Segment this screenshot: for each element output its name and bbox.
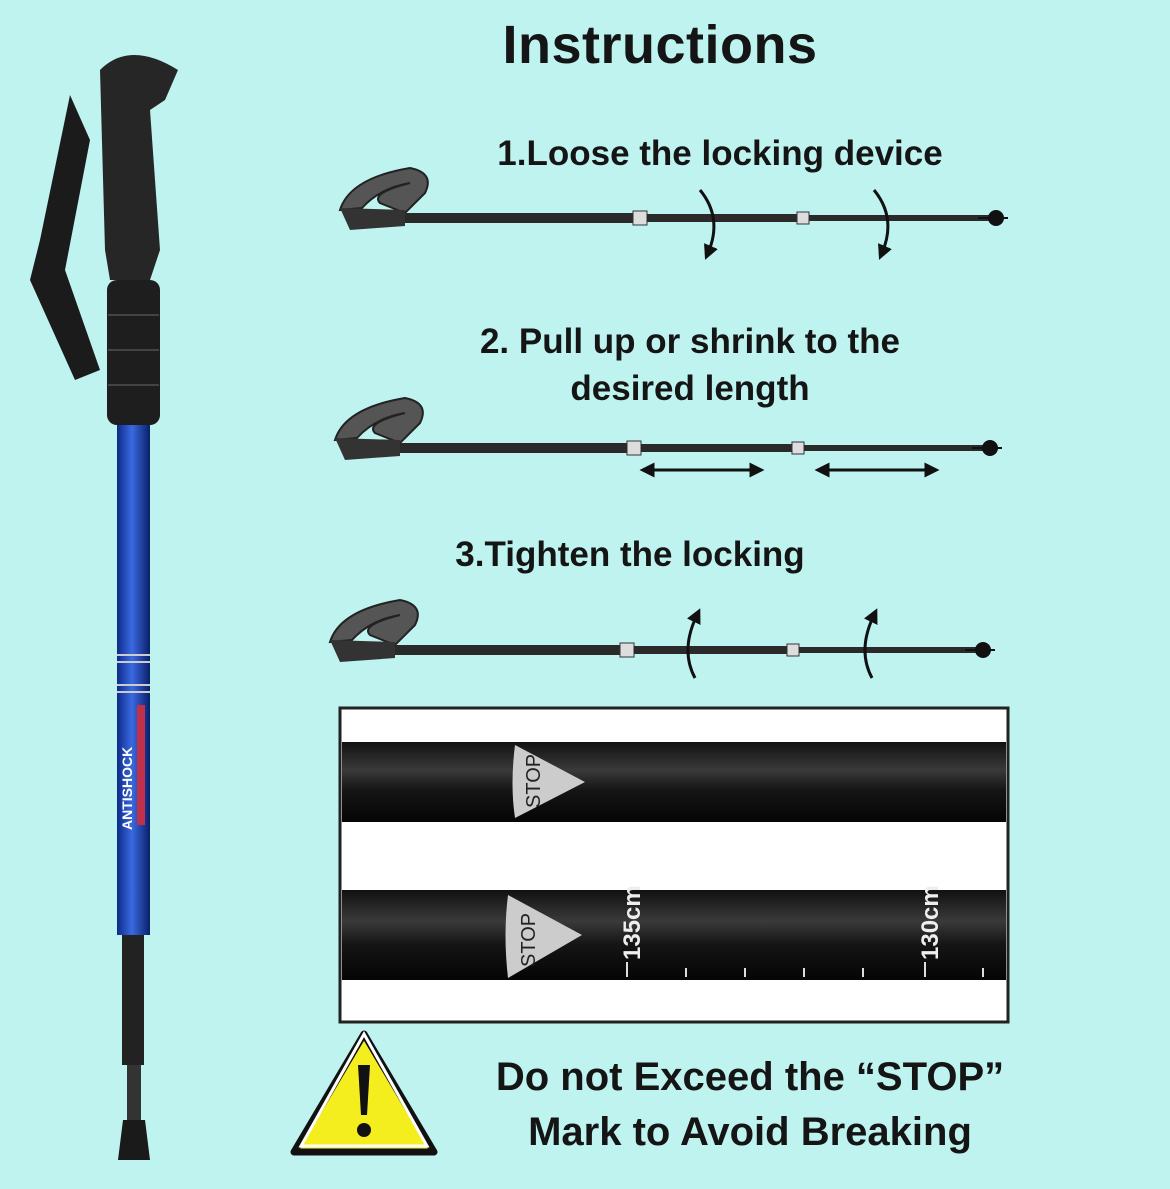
rotate-arrow-icon	[863, 608, 878, 679]
scale-130-label: 130cm	[917, 885, 944, 960]
step-3-pole-diagram	[328, 598, 995, 679]
pole-branding-text: ANTISHOCK	[119, 747, 135, 830]
blue-shaft	[117, 425, 150, 935]
foam-grip	[107, 280, 160, 425]
step-2-pole-diagram	[333, 396, 1002, 478]
step-1-pole-diagram	[338, 166, 1008, 260]
stop-label-1: STOP	[523, 754, 545, 808]
step-1-label: 1.Loose the locking device	[497, 134, 943, 173]
step-2-line-2: desired length	[570, 369, 810, 408]
wrist-strap	[30, 95, 100, 380]
rotate-arrow-icon	[698, 189, 718, 260]
warning-text: Do not Exceed the “STOP” Mark to Avoid B…	[430, 1050, 1070, 1160]
stop-label-2: STOP	[518, 913, 540, 967]
step-3-label: 3.Tighten the locking	[455, 535, 805, 574]
stop-arrow-2	[505, 895, 582, 978]
stop-arrow-1	[512, 745, 585, 818]
stop-mark-photo: STOP STOP 135cm 130cm	[338, 706, 1010, 1024]
rotate-arrow-icon	[872, 189, 892, 260]
scale-ticks	[626, 962, 984, 977]
page-title: Instructions	[502, 15, 818, 75]
step-2-line-1: 2. Pull up or shrink to the	[479, 322, 901, 361]
rubber-tip	[118, 1120, 150, 1160]
trekking-pole-image: ANTISHOCK	[30, 55, 178, 1160]
step-2-label: 2. Pull up or shrink to the desired leng…	[410, 318, 970, 412]
lower-section	[122, 935, 144, 1065]
warning-line-2: Mark to Avoid Breaking	[528, 1110, 972, 1154]
grip-handle	[100, 55, 178, 280]
rotate-arrow-icon	[686, 608, 701, 679]
warning-triangle-icon	[290, 1030, 438, 1156]
scale-135-label: 135cm	[619, 885, 646, 960]
warning-line-1: Do not Exceed the “STOP”	[495, 1055, 1005, 1099]
